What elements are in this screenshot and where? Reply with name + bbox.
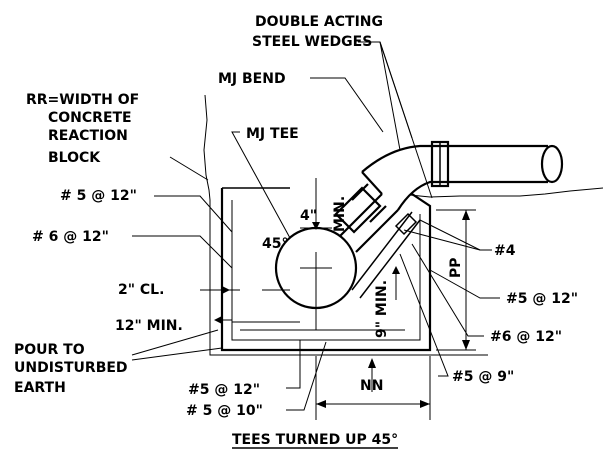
wedge-detail [394, 212, 418, 236]
earth-boundary-left [203, 94, 211, 201]
leader-6-12-left [132, 235, 233, 269]
pipe-horizontal [440, 144, 548, 184]
label-cl-2: 2" CL. [118, 282, 164, 298]
label-pp: PP [448, 257, 464, 278]
label-angle-45: 45° [262, 236, 288, 252]
pipe-break-end [540, 144, 564, 184]
rebar-cage [231, 200, 421, 341]
label-pour-3: EARTH [14, 380, 66, 396]
leader-5-12-bottom [286, 340, 301, 389]
label-rebar-5-9-right: #5 @ 9" [452, 369, 514, 385]
label-nn: NN [360, 378, 383, 394]
label-dim-4-min: MIN. [332, 196, 348, 232]
leader-wedges [358, 41, 401, 151]
dim-12-arrow-l [214, 316, 222, 324]
leader-mj-tee [231, 131, 291, 239]
label-mj-tee: MJ TEE [246, 126, 299, 142]
label-rebar-4: #4 [494, 243, 516, 259]
dim-nn-arrow-l [316, 400, 326, 408]
leader-5-12-right [429, 269, 500, 299]
label-dim-4: 4" [300, 208, 317, 224]
mj-gland-1 [334, 186, 382, 234]
diagram-title: TEES TURNED UP 45° [232, 432, 398, 448]
block-diagonal-face [351, 211, 421, 299]
dim-4-arrow [312, 222, 320, 230]
label-rebar-5-12-bottom: #5 @ 12" [188, 382, 260, 398]
label-rr-2: CONCRETE [48, 110, 132, 126]
earth-boundary-bottom [209, 200, 488, 356]
label-rebar-5-10-bottom: # 5 @ 10" [186, 403, 263, 419]
leader-rr [169, 156, 209, 181]
label-rebar-5-12-left: # 5 @ 12" [60, 188, 137, 204]
earth-boundary-right [409, 187, 603, 198]
leader-pour-2 [131, 347, 223, 361]
label-rebar-6-12-right: #6 @ 12" [490, 329, 562, 345]
dim-nn-arrow-r [420, 400, 430, 408]
reaction-block-outline [220, 188, 432, 352]
leader-5-9-right [399, 253, 449, 377]
mj-gland-2 [351, 183, 387, 223]
label-rebar-6-12-left: # 6 @ 12" [32, 229, 109, 245]
mj-bend [361, 144, 440, 211]
dim-9-arrow [392, 266, 400, 274]
label-wedges-1: DOUBLE ACTING [255, 14, 383, 30]
leader-6-12-right [411, 243, 484, 337]
label-dim-9: 9" MIN. [374, 280, 390, 338]
label-mj-bend: MJ BEND [218, 71, 286, 87]
dim-pp-arrow-t [462, 210, 470, 220]
label-rr-1: RR=WIDTH OF [26, 92, 139, 108]
label-pour-1: POUR TO [14, 342, 85, 358]
label-wedges-2: STEEL WEDGES [252, 34, 372, 50]
label-rebar-5-12-right: #5 @ 12" [506, 291, 578, 307]
label-rr-3: REACTION [48, 128, 128, 144]
label-rr-4: BLOCK [48, 150, 101, 166]
label-pour-2: UNDISTURBED [14, 360, 128, 376]
label-min-12: 12" MIN. [115, 318, 183, 334]
leader-5-10-bottom [286, 341, 327, 411]
dim-nn-pointer-arrow [368, 358, 376, 368]
leader-5-12-left [154, 195, 233, 233]
dim-pp-arrow-b [462, 340, 470, 350]
bend-end-top [361, 171, 383, 195]
leader-pour [131, 329, 219, 356]
leader-wedges-3 [379, 41, 433, 199]
leader-4-b [403, 229, 481, 251]
leader-mj-bend [310, 77, 384, 133]
dim-2cl-arrow [222, 286, 230, 294]
